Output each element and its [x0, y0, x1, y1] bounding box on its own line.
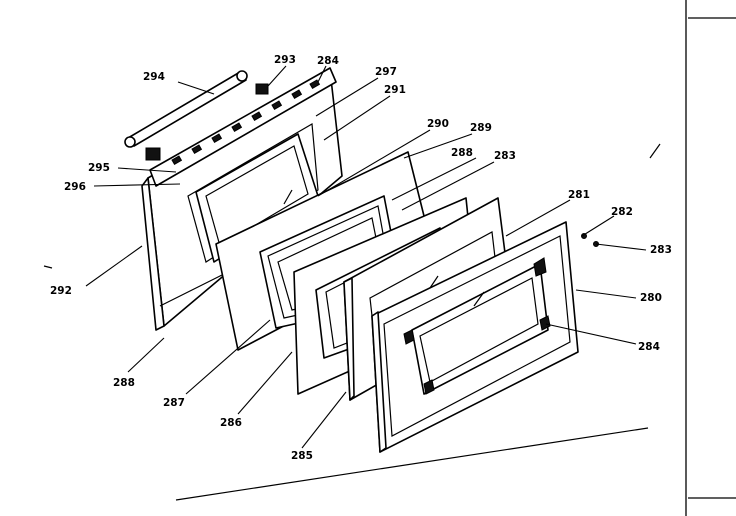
- door-handle: [124, 70, 248, 148]
- callout-292: 292: [50, 285, 72, 297]
- callout-290: 290: [427, 118, 449, 130]
- leader-lines: [85, 65, 647, 449]
- callout-289: 289: [470, 122, 492, 134]
- callout-288-top: 288: [451, 147, 473, 159]
- handle-brackets: [145, 83, 269, 161]
- callout-291: 291: [384, 84, 406, 96]
- glass-reflection-marks: [283, 143, 661, 307]
- callout-293: 293: [274, 54, 296, 66]
- callout-284-right: 284: [638, 341, 660, 353]
- page-border: [685, 0, 736, 516]
- callout-labels: 294 293 284 297 291 290 289 288 283 295 …: [50, 54, 672, 462]
- baseline-lines: [43, 265, 649, 501]
- callout-280: 280: [640, 292, 662, 304]
- callout-281: 281: [568, 189, 590, 201]
- callout-296: 296: [64, 181, 86, 193]
- callout-283-top: 283: [494, 150, 516, 162]
- callout-297: 297: [375, 66, 397, 78]
- screws: [581, 233, 599, 247]
- callout-294-handle: 294: [143, 71, 165, 83]
- callout-285: 285: [291, 450, 313, 462]
- callout-282: 282: [611, 206, 633, 218]
- callout-288-bottom: 288: [113, 377, 135, 389]
- outer-door-panel: [371, 221, 579, 453]
- callout-283-right: 283: [650, 244, 672, 256]
- callout-286: 286: [220, 417, 242, 429]
- callout-287: 287: [163, 397, 185, 409]
- callout-284-top: 284: [317, 55, 339, 67]
- top-vent-strip: [149, 67, 337, 187]
- callout-295: 295: [88, 162, 110, 174]
